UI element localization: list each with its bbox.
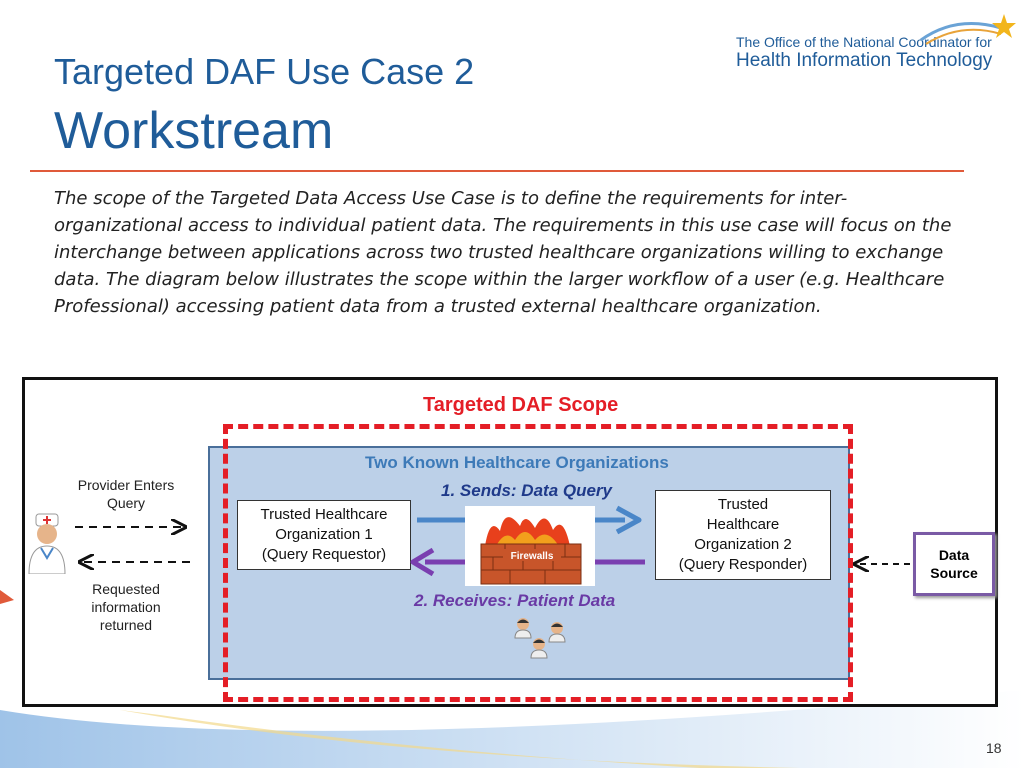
- title-divider: [30, 170, 964, 172]
- information-returned-label: Requested information returned: [71, 580, 181, 634]
- sends-label: 1. Sends: Data Query: [441, 481, 613, 500]
- org2-line2: Healthcare: [706, 516, 780, 533]
- firewall-icon: Firewalls: [465, 506, 595, 586]
- panel-title: Two Known Healthcare Organizations: [365, 453, 669, 472]
- returned-label-line3: returned: [99, 617, 153, 633]
- org2-box: Trusted Healthcare Organization 2 (Query…: [655, 490, 831, 580]
- returned-label-line1: Requested: [92, 581, 160, 597]
- star-swoosh-icon: [920, 14, 1016, 45]
- patients-icon: [514, 618, 566, 659]
- org2-line4: (Query Responder): [678, 556, 808, 573]
- slide-number: 18: [986, 740, 1002, 756]
- send-arrowhead: [615, 505, 642, 535]
- firewall-label: Firewalls: [511, 551, 554, 562]
- data-source-line2: Source: [930, 565, 978, 581]
- logo-text-line1: The Office of the National Coordinator f…: [736, 34, 992, 50]
- org2-line1: Trusted: [717, 496, 769, 513]
- org1-box: Trusted Healthcare Organization 1 (Query…: [237, 500, 411, 570]
- provider-label-line1: Provider Enters: [77, 477, 175, 493]
- scope-description: The scope of the Targeted Data Access Us…: [54, 188, 952, 317]
- slide-title-line1: Targeted DAF Use Case 2: [54, 51, 475, 92]
- org2-line3: Organization 2: [694, 536, 792, 553]
- daf-scope-diagram: Targeted DAF Scope Two Known Healthcare …: [22, 377, 998, 707]
- org1-line3: (Query Requestor): [261, 546, 387, 563]
- decorative-swoosh: [0, 590, 1024, 768]
- provider-enters-query-label: Provider Enters Query: [61, 476, 191, 512]
- receives-label: 2. Receives: Patient Data: [414, 591, 616, 610]
- onc-logo: The Office of the National Coordinator f…: [736, 10, 1016, 80]
- data-source-line1: Data: [938, 547, 970, 563]
- scope-boundary: [223, 424, 853, 702]
- logo-text-line2: Health Information Technology: [736, 50, 993, 71]
- org1-line2: Organization 1: [275, 526, 373, 543]
- doctor-icon: [28, 513, 66, 574]
- receive-arrowhead: [410, 547, 435, 577]
- slide-title-line2: Workstream: [54, 102, 334, 160]
- org1-line1: Trusted Healthcare: [260, 506, 388, 523]
- scope-label: Targeted DAF Scope: [423, 394, 619, 416]
- returned-label-line2: information: [91, 599, 161, 615]
- data-source-box: Data Source: [913, 532, 995, 596]
- provider-label-line2: Query: [106, 495, 146, 511]
